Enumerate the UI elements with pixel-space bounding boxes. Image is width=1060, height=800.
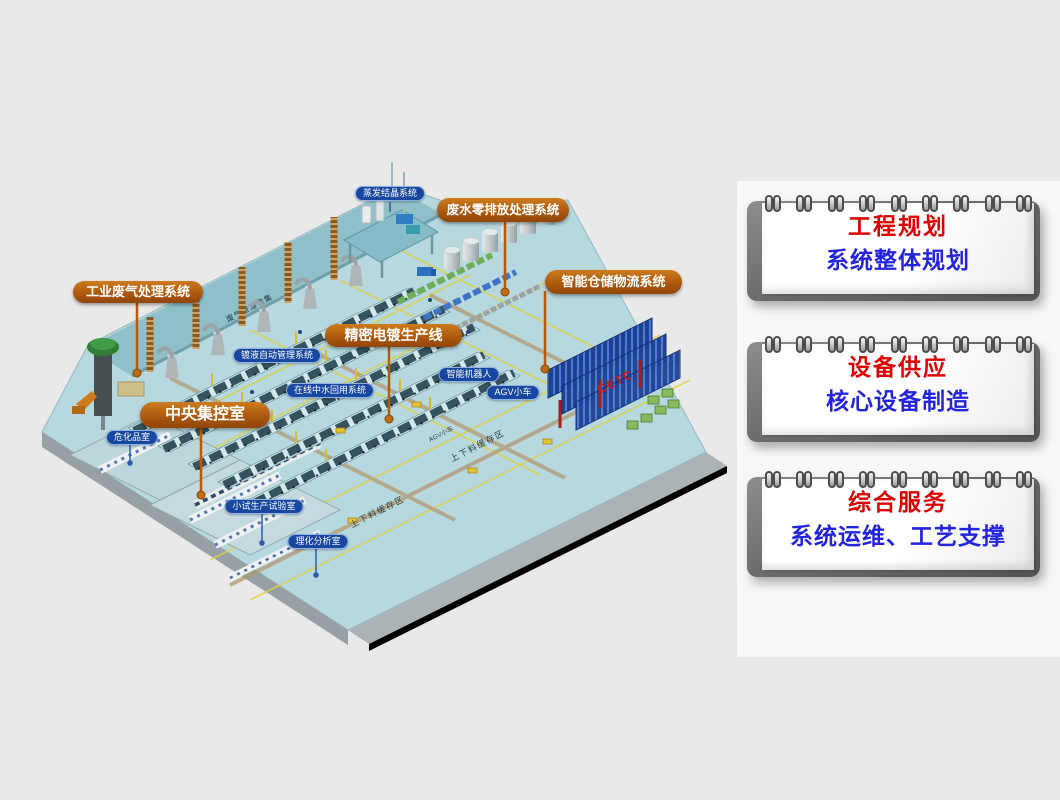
tag-agv: AGV小车 xyxy=(486,385,540,400)
apron-bottom-right xyxy=(348,452,727,644)
apron-edge xyxy=(369,466,727,651)
card-title: 工程规划 xyxy=(848,213,948,239)
spiral-binding xyxy=(765,195,1032,212)
evaporation-platform xyxy=(342,162,440,278)
pallet-boxes xyxy=(626,388,680,430)
tag-pilot-lab: 小试生产试验室 xyxy=(224,499,304,514)
card-paper xyxy=(762,479,1034,570)
card-title: 综合服务 xyxy=(848,489,948,515)
spiral-binding xyxy=(765,336,1032,353)
card-subtitle: 核心设备制造 xyxy=(826,388,970,414)
tag-robot: 智能机器人 xyxy=(438,367,500,382)
tag-connectors xyxy=(127,202,391,578)
card-service: 综合服务 系统运维、工艺支撑 xyxy=(747,471,1047,583)
card-title: 设备供应 xyxy=(848,354,948,380)
service-panel: 工程规划 系统整体规划 设备供应 核心设备制造 综合服务 系统运维、工艺 xyxy=(737,181,1060,657)
card-text: 设备供应 核心设备制造 xyxy=(762,350,1034,418)
callout-plating-line: 精密电镀生产线 xyxy=(325,324,462,347)
callout-connectors xyxy=(135,220,547,493)
card-text: 工程规划 系统整体规划 xyxy=(762,209,1034,277)
callout-smart-warehouse: 智能仓储物流系统 xyxy=(545,270,682,294)
card-subtitle: 系统运维、工艺支撑 xyxy=(790,523,1006,549)
agv-carts xyxy=(335,401,553,524)
callout-zero-discharge: 废水零排放处理系统 xyxy=(437,198,569,222)
tag-evaporation: 蒸发结晶系统 xyxy=(354,186,426,201)
wall-bottom-left xyxy=(42,432,348,645)
callout-waste-gas: 工业废气处理系统 xyxy=(73,281,203,303)
card-subtitle: 系统整体规划 xyxy=(826,247,970,273)
callout-dots xyxy=(132,287,550,500)
left-scrubber-tower xyxy=(72,338,145,430)
tag-analysis-lab: 理化分析室 xyxy=(287,534,349,549)
card-equipment: 设备供应 核心设备制造 xyxy=(747,336,1047,448)
card-text: 综合服务 系统运维、工艺支撑 xyxy=(762,485,1034,553)
card-paper xyxy=(762,344,1034,435)
tag-bath-management: 镀液自动管理系统 xyxy=(232,348,322,363)
smart-warehouse-racking: CETC xyxy=(547,317,681,431)
worker-figures xyxy=(250,298,470,394)
card-planning: 工程规划 系统整体规划 xyxy=(747,195,1047,307)
card-paper xyxy=(762,203,1034,294)
spiral-binding xyxy=(765,471,1032,488)
tag-hazmat-room: 危化品室 xyxy=(105,430,159,445)
tag-water-reuse: 在线中水回用系统 xyxy=(285,383,375,398)
callout-control-room: 中央集控室 xyxy=(140,402,270,428)
